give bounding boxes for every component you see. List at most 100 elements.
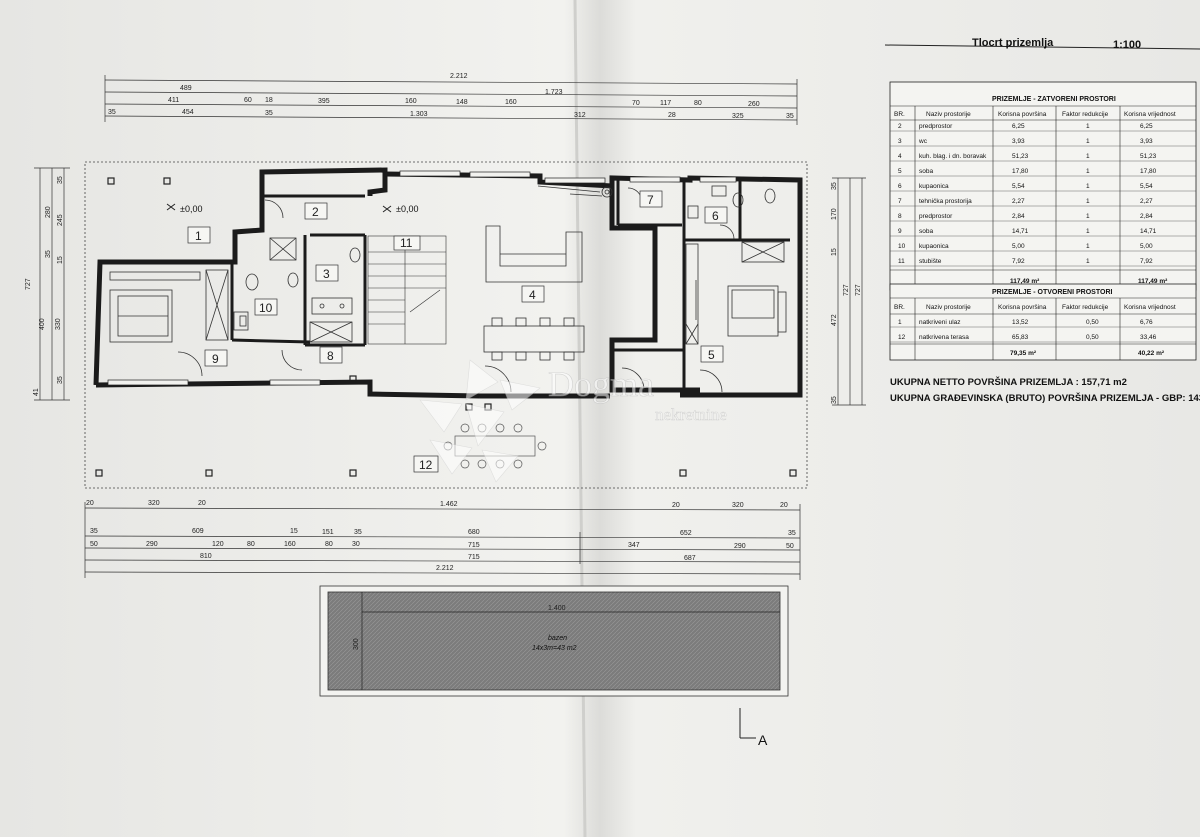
table-cell: natkrivena terasa: [919, 334, 969, 341]
table-cell: 10: [898, 243, 906, 250]
terrace-outline: [84, 161, 808, 489]
table-cell: 6,76: [1140, 319, 1153, 326]
bottom-dimension-lines: [84, 502, 801, 580]
table-cell: 2,84: [1140, 213, 1153, 220]
header-cell: BR.: [894, 304, 905, 311]
table-cell: 5,00: [1140, 243, 1153, 250]
dim-label: 2.212: [436, 565, 454, 572]
dining-table: [483, 317, 585, 361]
header-cell: BR.: [894, 111, 905, 118]
header-cell: Korisna površina: [998, 111, 1047, 118]
summary-gross-area: UKUPNA GRAĐEVINSKA (BRUTO) POVRŠINA PRIZ…: [890, 392, 1200, 404]
right-dimension-lines: [832, 177, 866, 406]
table-cell: 33,46: [1140, 334, 1157, 341]
dim-label: 35: [57, 176, 64, 184]
table-cell: 51,23: [1012, 153, 1029, 160]
room-number-2: 2: [312, 205, 319, 219]
dim-label: 15: [831, 248, 838, 256]
table-cell: 0,50: [1086, 319, 1099, 326]
dim-label: 35: [108, 109, 116, 116]
dim-label: 20: [780, 502, 788, 509]
wc-fixtures: [269, 237, 361, 343]
dim-label: 395: [318, 98, 330, 105]
table-cell: wc: [918, 138, 928, 145]
dim-label: 148: [456, 99, 468, 106]
table-cell: 1: [1086, 258, 1090, 265]
table-cell: 17,80: [1140, 168, 1157, 175]
kitchen-counter: [537, 185, 613, 198]
open-spaces-table: PRIZEMLJE - OTVORENI PROSTORI: [889, 283, 1197, 361]
closed-spaces-table: PRIZEMLJE - ZATVORENI PROSTORI: [889, 81, 1197, 291]
dim-label: 330: [55, 318, 62, 330]
dim-label: 80: [247, 541, 255, 548]
table-cell: 4: [898, 153, 902, 160]
dim-label: 312: [574, 112, 586, 119]
dim-label: 35: [831, 182, 838, 190]
dim-label: 2.212: [450, 73, 468, 80]
table-cell: 9: [898, 228, 902, 235]
dim-label: 160: [284, 541, 296, 548]
bed-left: [109, 269, 229, 343]
dim-label: 290: [734, 543, 746, 550]
dim-label: 50: [90, 541, 98, 548]
table-cell: 2,27: [1140, 198, 1153, 205]
dim-label: 15: [57, 256, 64, 264]
title-underline: [884, 44, 1200, 50]
dim-label: 15: [290, 528, 298, 535]
level-mark-label: ±0,00: [180, 204, 202, 214]
table-cell: 5,00: [1012, 243, 1025, 250]
dim-label: 472: [831, 314, 838, 326]
table-title: PRIZEMLJE - ZATVORENI PROSTORI: [992, 96, 1116, 103]
dim-label: 687: [684, 555, 696, 562]
dim-label: 727: [843, 284, 850, 296]
room-number-6: 6: [712, 209, 719, 223]
header-cell: Korisna vrijednost: [1124, 111, 1176, 118]
dim-label: 28: [668, 112, 676, 119]
dim-label: 35: [354, 529, 362, 536]
room-number-8: 8: [327, 349, 334, 363]
dim-label: 1.303: [410, 111, 428, 118]
dim-label: 609: [192, 528, 204, 535]
total-value: 117,49 m²: [1138, 278, 1168, 285]
table-cell: 1: [1086, 198, 1090, 205]
top-dimension-lines: [104, 75, 798, 125]
table-cell: 1: [1086, 183, 1090, 190]
dim-label: 35: [831, 396, 838, 404]
bed-right: [685, 241, 787, 345]
dim-label: 454: [182, 109, 194, 116]
table-cell: 1: [1086, 123, 1090, 130]
closed-table-total: 117,49 m² 117,49 m²: [1010, 278, 1168, 285]
table-cell: 1: [898, 319, 902, 326]
paper-fold: [573, 0, 587, 837]
bottom-dimension-labels: 20 320 20 1.462 20 320 20 35 609 15 151 …: [86, 500, 796, 572]
table-cell: predprostor: [919, 213, 953, 220]
table-cell: 7: [898, 198, 902, 205]
dim-label: 20: [672, 502, 680, 509]
table-cell: stubište: [919, 258, 942, 265]
summary-net-area: UKUPNA NETTO POVRŠINA PRIZEMLJA : 157,71…: [890, 376, 1127, 388]
header-cell: Naziv prostorije: [926, 111, 971, 118]
table-cell: 1: [1086, 228, 1090, 235]
table-cell: 3,93: [1140, 138, 1153, 145]
table-title: PRIZEMLJE - OTVORENI PROSTORI: [992, 289, 1112, 296]
dim-label: 715: [468, 542, 480, 549]
watermark-sub: nekretnine: [655, 405, 727, 424]
left-dimension-lines: [34, 167, 70, 401]
table-cell: 8: [898, 213, 902, 220]
table-cell: 13,52: [1012, 319, 1029, 326]
dim-label: 50: [786, 543, 794, 550]
sofa: [485, 225, 583, 283]
dim-label: 41: [33, 388, 40, 396]
pool-width: 300: [353, 638, 360, 650]
table-cell: 5,54: [1012, 183, 1025, 190]
table-cell: 1: [1086, 168, 1090, 175]
dim-label: 151: [322, 529, 334, 536]
right-dimension-labels: 35 170 15 727 727 472 35: [831, 182, 862, 404]
dim-label: 35: [786, 113, 794, 120]
dim-label: 260: [748, 101, 760, 108]
room-number-boxes: [187, 190, 728, 473]
plan-title: Tlocrt prizemlja: [972, 37, 1054, 49]
interior-walls: [230, 180, 790, 390]
